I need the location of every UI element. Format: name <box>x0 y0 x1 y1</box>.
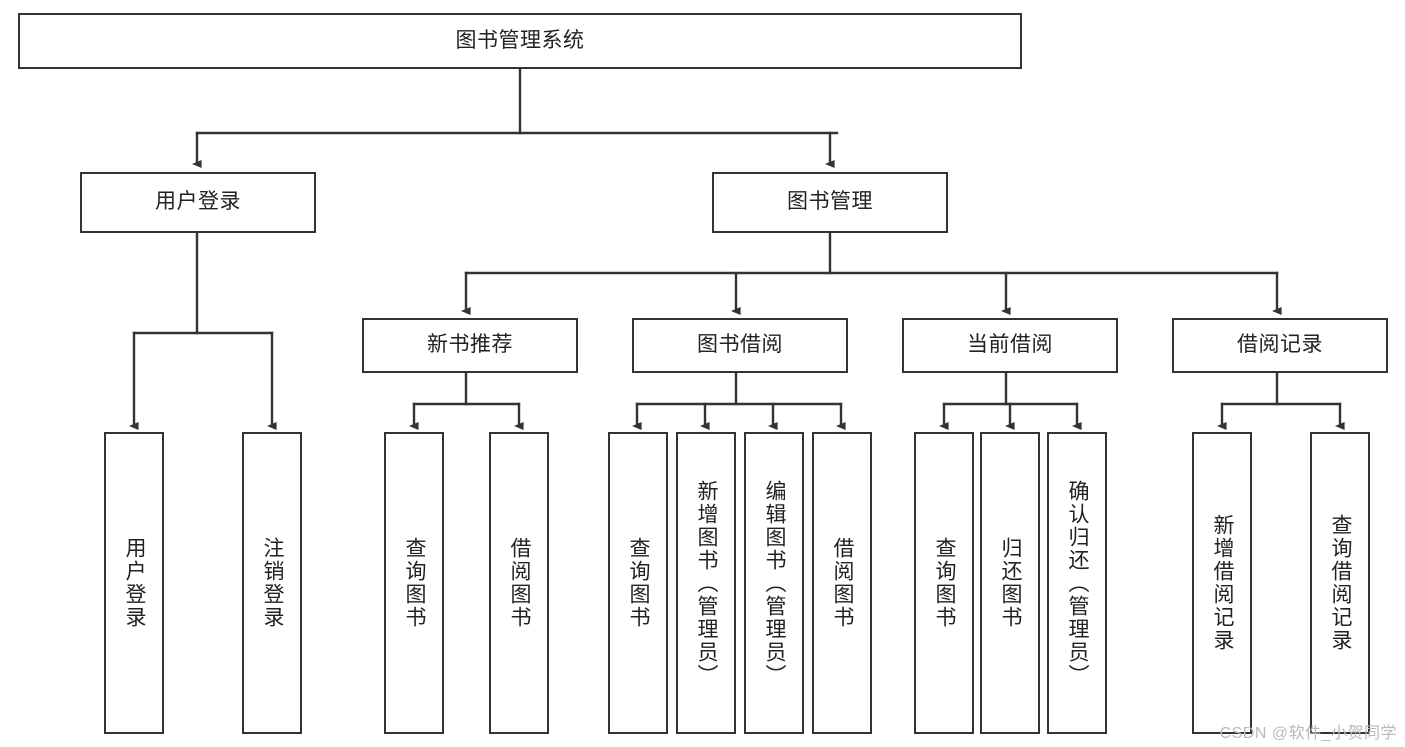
leaf-new-book-borrow[interactable]: 借阅图书 <box>489 432 549 734</box>
leaf-borrow-edit-book-label: 编辑图书（管理员） <box>763 479 787 687</box>
leaf-borrow-edit-book[interactable]: 编辑图书（管理员） <box>744 432 804 734</box>
leaf-user-login-logout[interactable]: 注销登录 <box>242 432 302 734</box>
leaf-borrow-add-book-label: 新增图书（管理员） <box>695 479 719 687</box>
node-root-system[interactable]: 图书管理系统 <box>18 13 1022 69</box>
leaf-borrow-query-book[interactable]: 查询图书 <box>608 432 668 734</box>
leaf-borrow-borrow-book-label: 借阅图书 <box>831 537 855 629</box>
leaf-current-return-book[interactable]: 归还图书 <box>980 432 1040 734</box>
leaf-new-book-query[interactable]: 查询图书 <box>384 432 444 734</box>
leaf-user-login-login-label: 用户登录 <box>123 537 147 629</box>
node-book-manage[interactable]: 图书管理 <box>712 172 948 233</box>
leaf-record-query[interactable]: 查询借阅记录 <box>1310 432 1370 734</box>
leaf-new-book-query-label: 查询图书 <box>403 537 427 629</box>
leaf-borrow-query-book-label: 查询图书 <box>627 537 651 629</box>
node-borrow-record[interactable]: 借阅记录 <box>1172 318 1388 373</box>
leaf-current-query-book-label: 查询图书 <box>933 537 957 629</box>
leaf-user-login-login[interactable]: 用户登录 <box>104 432 164 734</box>
node-new-book-recommend[interactable]: 新书推荐 <box>362 318 578 373</box>
leaf-borrow-add-book[interactable]: 新增图书（管理员） <box>676 432 736 734</box>
node-current-borrow-label: 当前借阅 <box>967 333 1053 357</box>
node-book-borrow-label: 图书借阅 <box>697 333 783 357</box>
node-new-book-recommend-label: 新书推荐 <box>427 333 513 357</box>
node-book-manage-label: 图书管理 <box>787 190 873 214</box>
leaf-new-book-borrow-label: 借阅图书 <box>508 537 532 629</box>
leaf-user-login-logout-label: 注销登录 <box>261 537 285 629</box>
leaf-current-query-book[interactable]: 查询图书 <box>914 432 974 734</box>
leaf-record-query-label: 查询借阅记录 <box>1329 514 1353 652</box>
leaf-current-confirm-return[interactable]: 确认归还（管理员） <box>1047 432 1107 734</box>
node-user-login-label: 用户登录 <box>155 190 241 214</box>
node-book-borrow[interactable]: 图书借阅 <box>632 318 848 373</box>
node-current-borrow[interactable]: 当前借阅 <box>902 318 1118 373</box>
node-root-system-label: 图书管理系统 <box>455 28 585 52</box>
leaf-record-add[interactable]: 新增借阅记录 <box>1192 432 1252 734</box>
leaf-record-add-label: 新增借阅记录 <box>1211 514 1235 652</box>
leaf-current-return-book-label: 归还图书 <box>999 537 1023 629</box>
node-borrow-record-label: 借阅记录 <box>1237 333 1323 357</box>
leaf-borrow-borrow-book[interactable]: 借阅图书 <box>812 432 872 734</box>
leaf-current-confirm-return-label: 确认归还（管理员） <box>1066 479 1090 687</box>
node-user-login[interactable]: 用户登录 <box>80 172 316 233</box>
csdn-watermark: CSDN @软件_小贺同学 <box>1219 725 1397 742</box>
